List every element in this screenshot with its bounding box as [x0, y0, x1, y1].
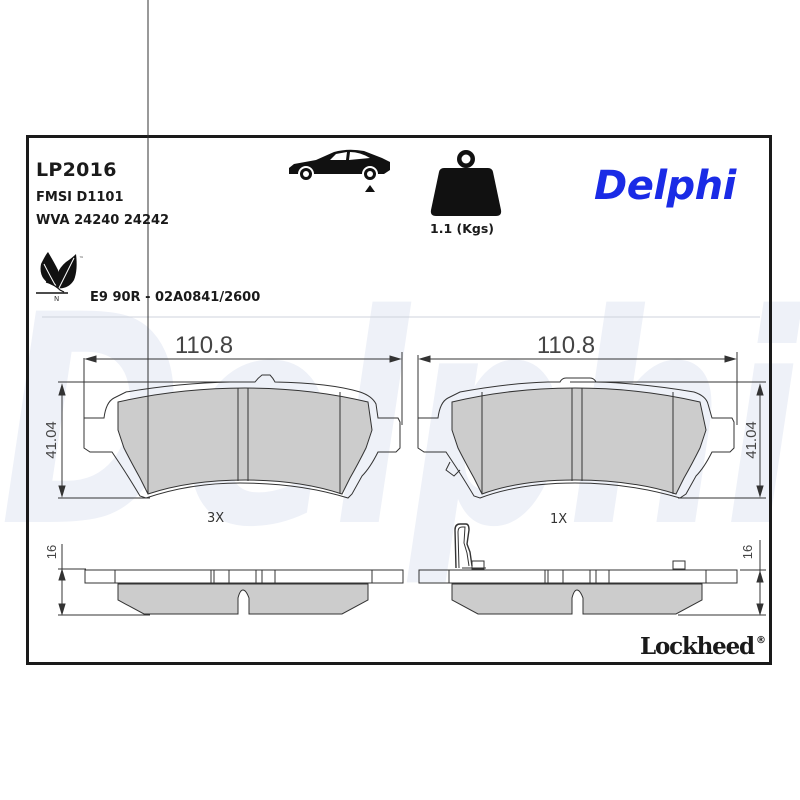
right-pad-front-view [417, 352, 766, 499]
wva-code: WVA 24240 24242 [36, 213, 170, 228]
left-pad-front-view [58, 0, 403, 499]
right-thickness-dim: 16 [740, 545, 755, 559]
right-height-dim: 41.04 [743, 421, 760, 459]
eco-tm: ™ [79, 256, 84, 262]
left-pad-side-view [58, 544, 404, 616]
ece-approval: E9 90R - 02A0841/2600 [90, 290, 261, 305]
spec-sheet-frame [26, 135, 772, 665]
fmsi-code: FMSI D1101 [36, 190, 124, 205]
left-width-dim: 110.8 [175, 332, 233, 359]
left-height-dim: 41.04 [43, 421, 60, 459]
leaf-icon: N ™ [36, 252, 84, 302]
right-width-dim: 110.8 [537, 332, 595, 359]
right-pad-quantity: 1X [550, 512, 568, 527]
right-pad-side-view [418, 523, 766, 616]
left-thickness-dim: 16 [44, 545, 59, 559]
weight-icon [430, 150, 502, 216]
delphi-logo: Delphi [594, 163, 736, 209]
part-number: LP2016 [36, 159, 117, 181]
left-pad-quantity: 3X [207, 511, 225, 526]
lockheed-text: Lockheed [640, 633, 755, 660]
registered-mark: ® [755, 635, 766, 646]
weight-value: 1.1 (Kgs) [430, 221, 494, 236]
lockheed-logo: Lockheed® [640, 633, 766, 660]
car-rear-axle-icon [289, 149, 390, 192]
eco-label: N [54, 295, 59, 302]
